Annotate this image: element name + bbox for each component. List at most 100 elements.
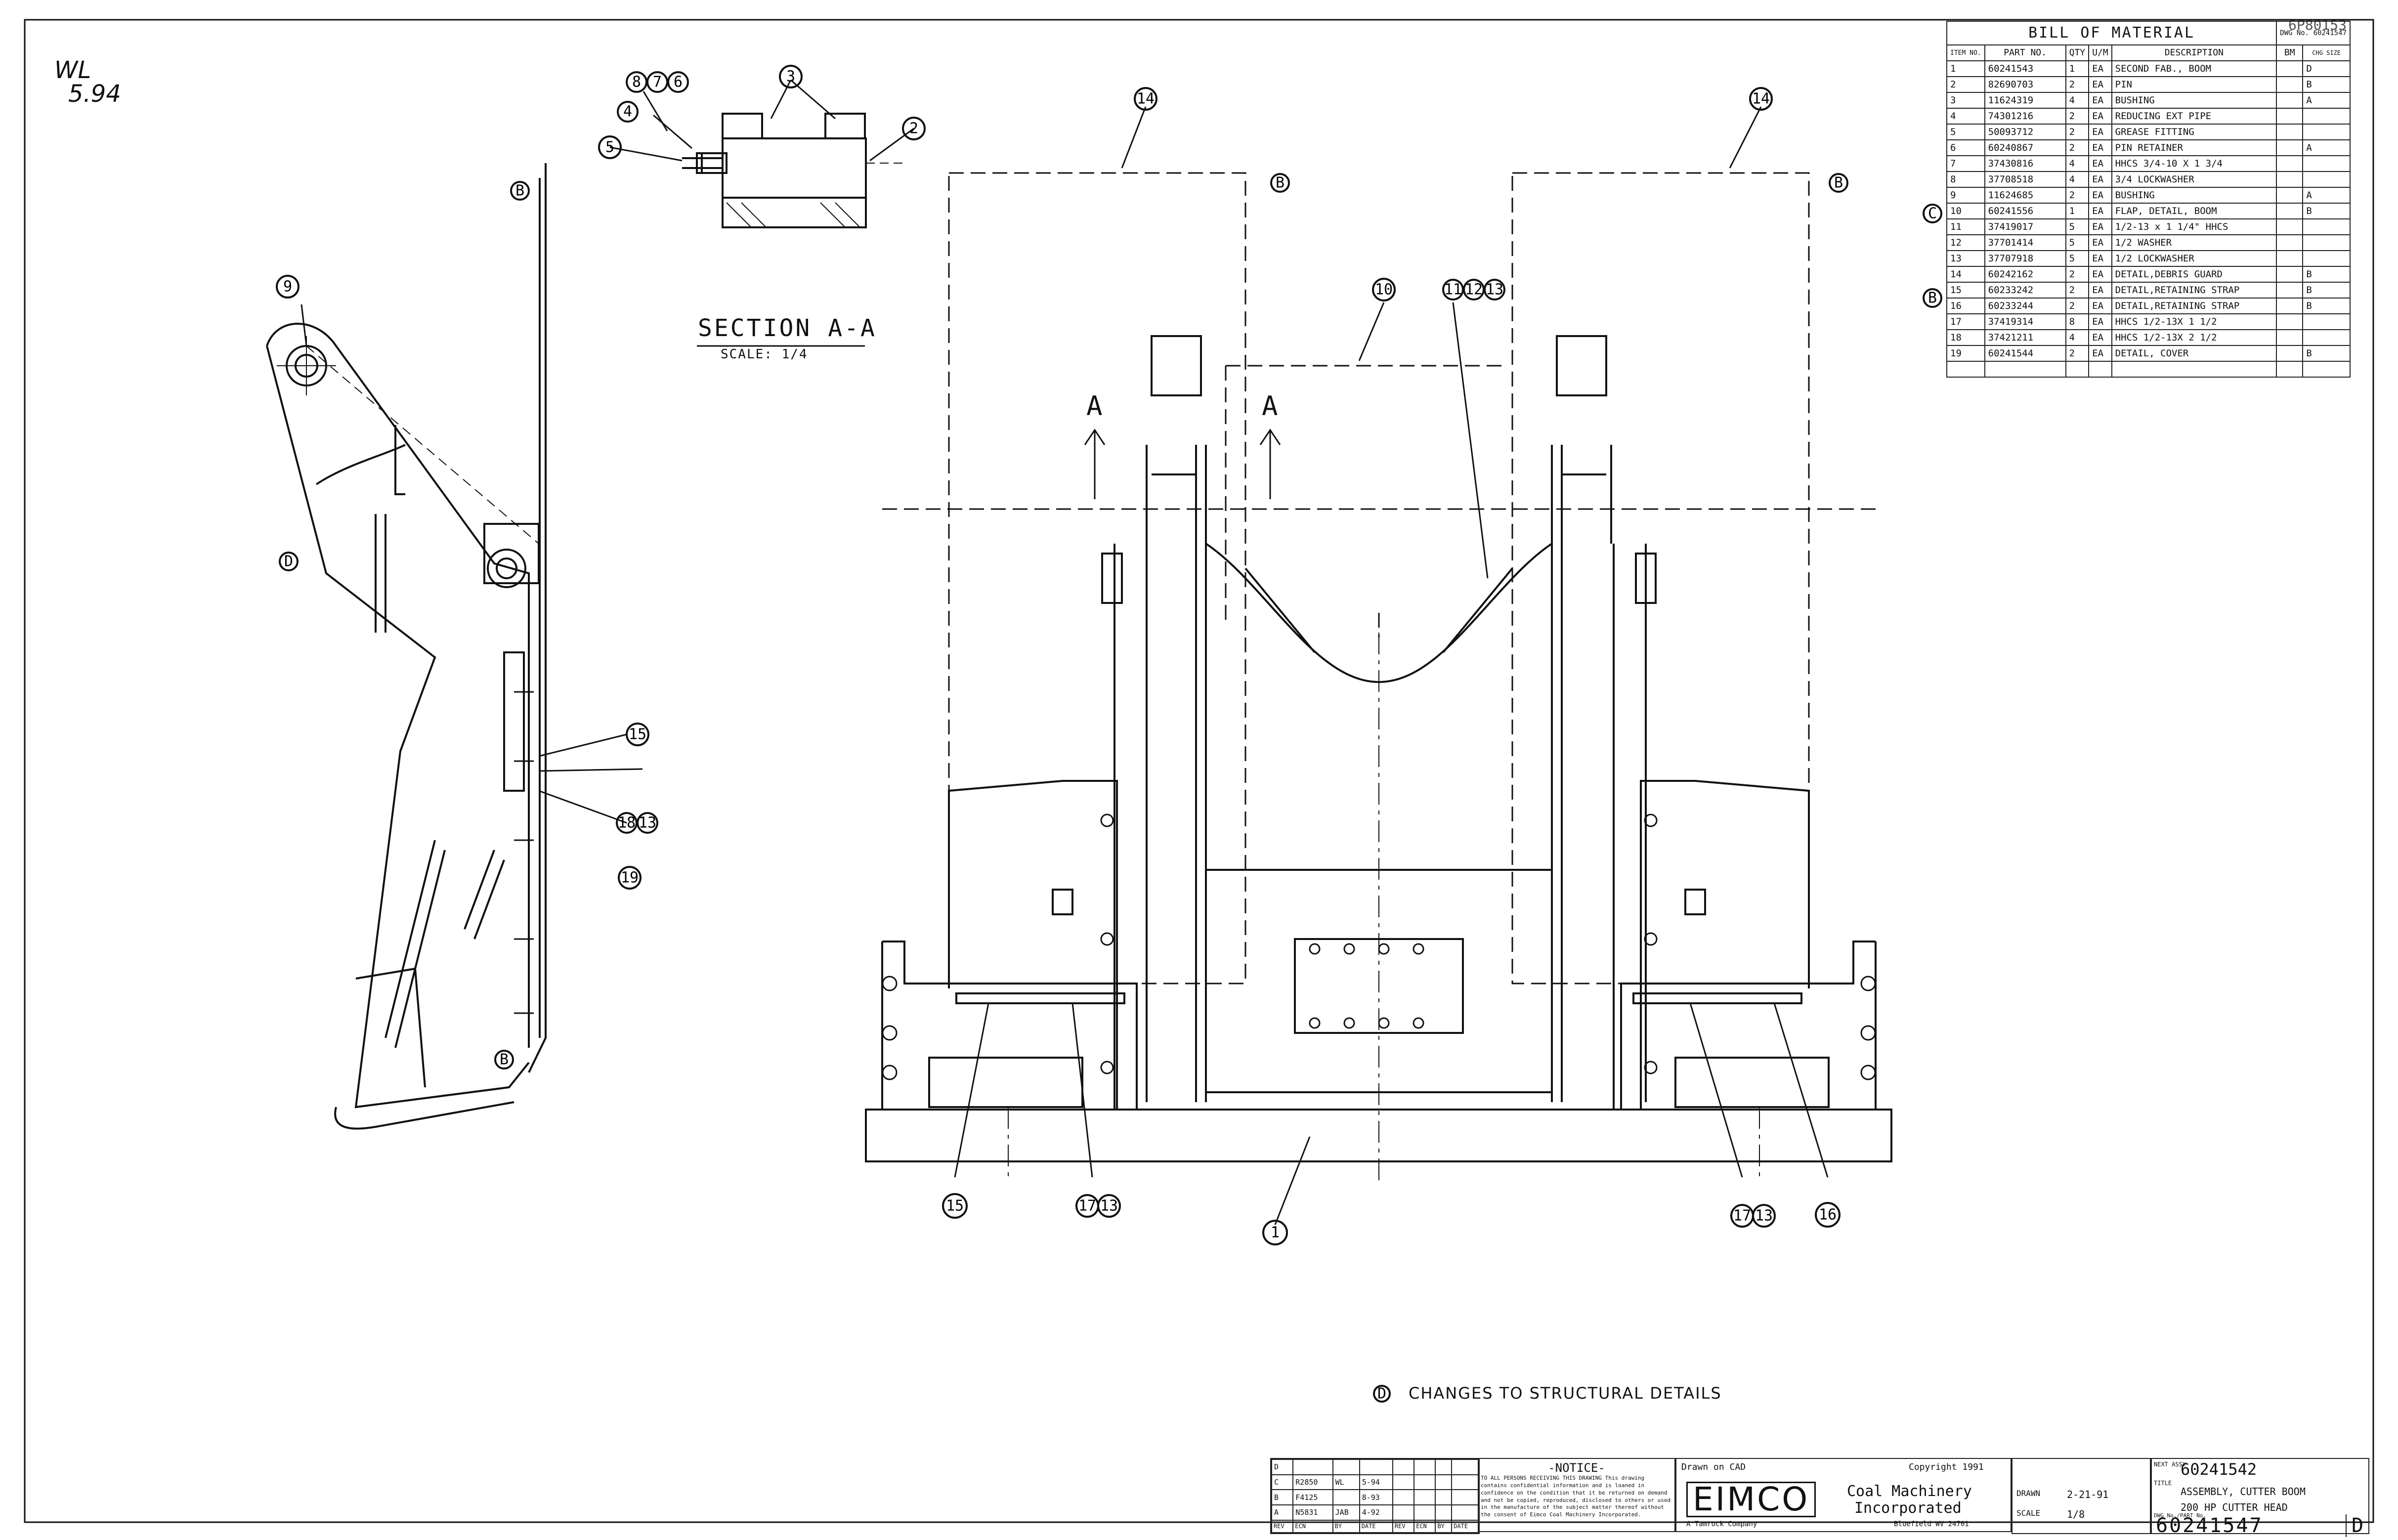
callout-11: 11 [1442, 279, 1464, 300]
bom-col-desc: DESCRIPTION [2111, 44, 2277, 61]
rev-cell-empty [1413, 1504, 1436, 1521]
rev-cell-by [1332, 1459, 1360, 1475]
svg-text:5: 5 [605, 139, 614, 156]
bom-col-qty: QTY [2065, 44, 2090, 61]
callout-8: 8 [626, 71, 647, 93]
bom-cell-bm [2276, 345, 2304, 362]
rev-cell-date: 5-94 [1359, 1474, 1393, 1491]
company-line-2: Incorporated [1854, 1499, 1962, 1517]
svg-text:C: C [1928, 205, 1937, 222]
bom-cell-qty: 4 [2065, 92, 2090, 109]
bom-cell-item: 17 [1946, 313, 1985, 330]
bill-of-material: BILL OF MATERIAL DWG No. 60241547 ITEM N… [1946, 21, 2351, 378]
bom-cell-qty: 2 [2065, 139, 2090, 156]
copyright: Copyright 1991 [1909, 1462, 1984, 1472]
svg-text:B: B [500, 1051, 509, 1069]
bom-cell-desc: 3/4 LOCKWASHER [2111, 171, 2277, 188]
bom-cell-desc: HHCS 3/4-10 X 1 3/4 [2111, 155, 2277, 172]
callout-13-left: 13 [1097, 1194, 1121, 1218]
bom-cell-rev [2302, 171, 2351, 188]
bom-cell-part: 37419017 [1984, 218, 2066, 235]
callout-16: 16 [1815, 1202, 1841, 1228]
bom-cell-rev: D [2302, 60, 2351, 77]
bom-cell-part: 60233242 [1984, 282, 2066, 299]
bom-cell-bm [2276, 60, 2304, 77]
bom-cell-part: 60241543 [1984, 60, 2066, 77]
bom-cell-part: 37701414 [1984, 234, 2066, 251]
bom-cell-desc: 1/2 LOCKWASHER [2111, 250, 2277, 267]
svg-text:10: 10 [1375, 281, 1393, 299]
general-note: CHANGES TO STRUCTURAL DETAILS [1409, 1384, 1722, 1403]
callout-3: 3 [779, 65, 803, 88]
bom-cell-qty: 1 [2065, 60, 2090, 77]
rev-cell-empty [1435, 1459, 1453, 1475]
svg-text:12: 12 [1465, 281, 1483, 299]
bom-cell-item: 10 [1946, 203, 1985, 219]
rev-cell-ecn [1292, 1459, 1333, 1475]
bom-cell-qty: 5 [2065, 218, 2090, 235]
bom-cell-bm [2276, 76, 2304, 93]
bom-cell-qty: 2 [2065, 345, 2090, 362]
bom-dwg: DWG No. 60241547 [2276, 21, 2351, 45]
bom-cell-bm [2276, 187, 2304, 204]
callout-14-right: 14 [1749, 87, 1773, 111]
rev-cell-date: 4-92 [1359, 1504, 1393, 1521]
bom-cell-rev [2302, 313, 2351, 330]
callout-7: 7 [646, 71, 668, 93]
section-title: SECTION A-A [698, 314, 877, 342]
bolts [882, 813, 1876, 1080]
bom-blank-cell [2276, 361, 2304, 378]
bom-cell-desc: 1/2-13 x 1 1/4" HHCS [2111, 218, 2277, 235]
svg-text:2: 2 [909, 120, 918, 137]
title-block-main: NEXT ASSY 60241542 TITLE ASSEMBLY, CUTTE… [2150, 1458, 2369, 1537]
bom-cell-qty: 4 [2065, 155, 2090, 172]
bom-cell-item: 18 [1946, 329, 1985, 346]
bom-cell-rev: A [2302, 139, 2351, 156]
svg-text:17: 17 [1733, 1207, 1751, 1225]
bom-cell-desc: FLAP, DETAIL, BOOM [2111, 203, 2277, 219]
bom-cell-um: EA [2088, 76, 2112, 93]
callout-18: 18 [616, 812, 638, 834]
bom-cell-item: 14 [1946, 266, 1985, 283]
rev-flag-b-front: B [1270, 173, 1290, 193]
bom-cell-bm [2276, 250, 2304, 267]
svg-text:13: 13 [1486, 281, 1503, 299]
bom-cell-um: EA [2088, 171, 2112, 188]
rev-cell-date [1359, 1459, 1393, 1475]
rev-cell-empty [1392, 1459, 1415, 1475]
dwg-number: 60241547 [2156, 1514, 2263, 1537]
bom-cell-bm [2276, 282, 2304, 299]
bom-title: BILL OF MATERIAL [1946, 21, 2277, 45]
bom-cell-desc: DETAIL, COVER [2111, 345, 2277, 362]
svg-text:17: 17 [1078, 1198, 1096, 1215]
rev-cell-empty [1451, 1459, 1479, 1475]
callout-5: 5 [598, 135, 622, 159]
drawn-on: Drawn on CAD [1681, 1462, 1746, 1472]
bom-cell-um: EA [2088, 218, 2112, 235]
bom-cell-part: 37419314 [1984, 313, 2066, 330]
rev-header-cell: BY [1435, 1519, 1453, 1534]
bom-cell-um: EA [2088, 155, 2112, 172]
rev-cell-ecn: N5831 [1292, 1504, 1333, 1521]
callout-4: 4 [617, 101, 639, 123]
bom-blank-cell [1984, 361, 2066, 378]
bom-cell-um: EA [2088, 250, 2112, 267]
section-cut-right: A [1262, 390, 1278, 422]
notice-title: -NOTICE- [1548, 1461, 1605, 1475]
rev-header-cell: REV [1392, 1519, 1415, 1534]
bom-col-rev: CHG SIZE [2302, 44, 2351, 61]
bom-cell-qty: 2 [2065, 282, 2090, 299]
bom-cell-item: 15 [1946, 282, 1985, 299]
bom-cell-um: EA [2088, 124, 2112, 140]
rev-cell-empty [1413, 1459, 1436, 1475]
bom-cell-qty: 2 [2065, 187, 2090, 204]
